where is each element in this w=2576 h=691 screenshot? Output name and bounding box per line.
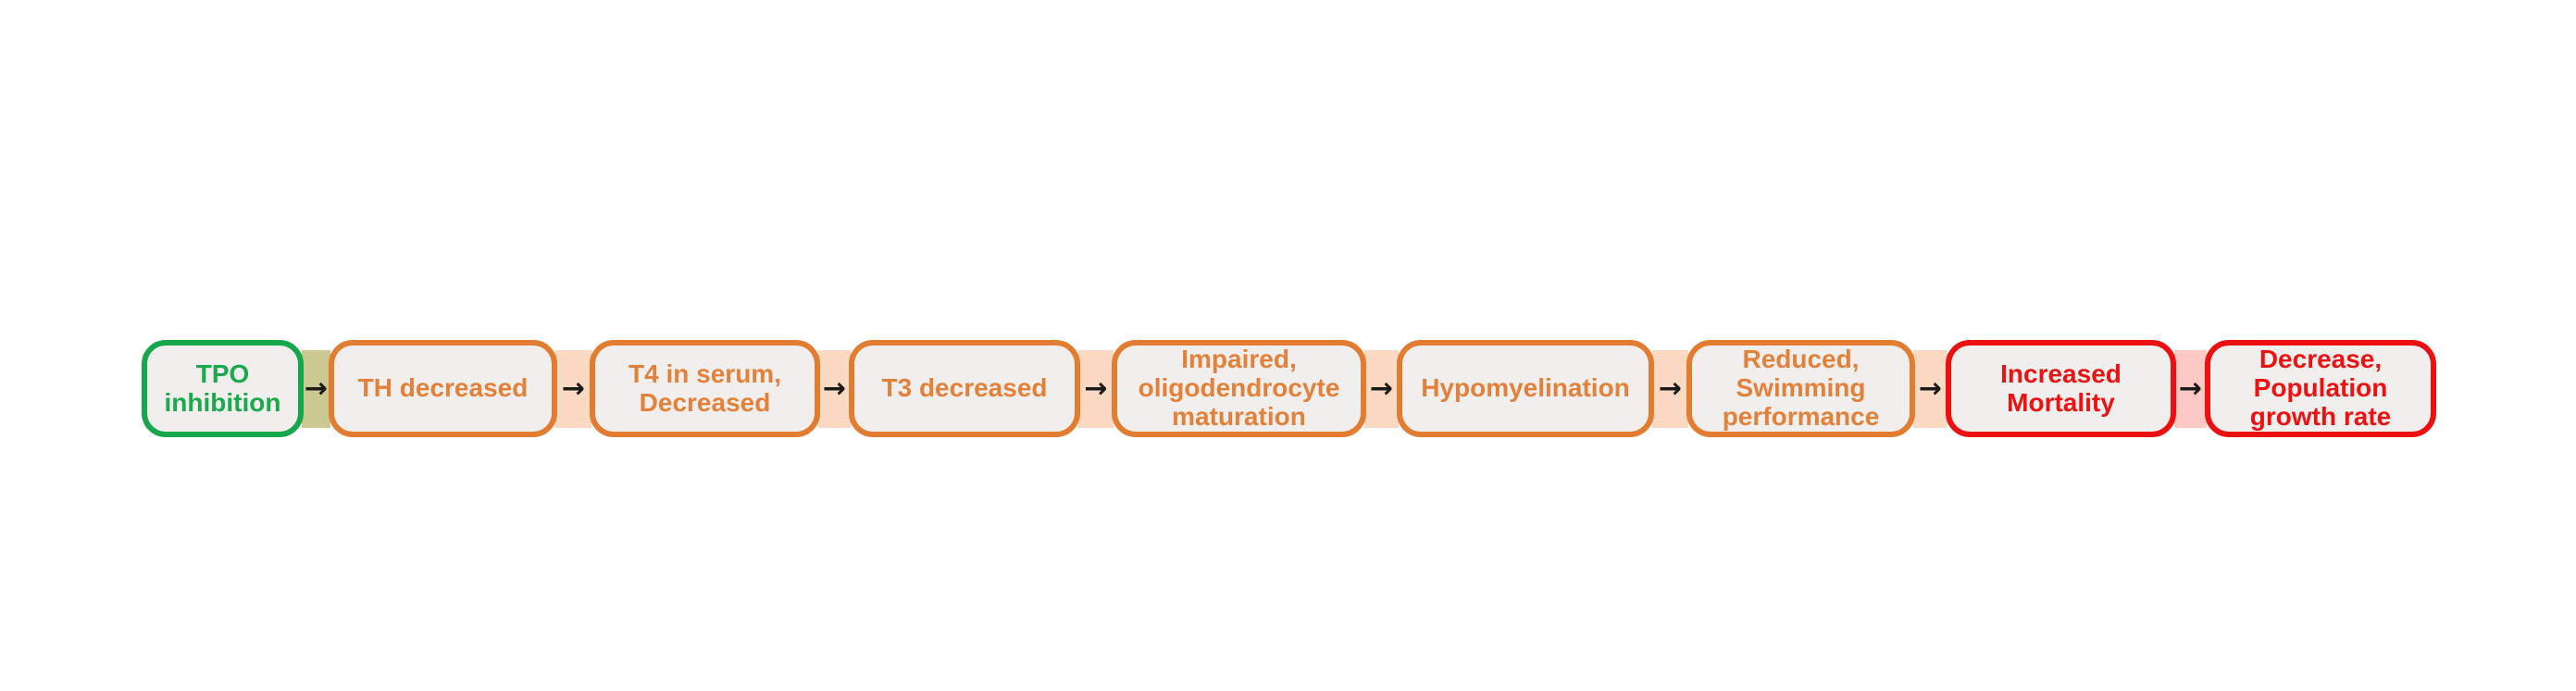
node-t3-decreased: T3 decreased (849, 340, 1080, 437)
node-tpo-inhibition: TPO inhibition (142, 340, 304, 437)
connector-7: → (1913, 349, 1948, 428)
connector-5: → (1364, 349, 1399, 428)
node-label: TPO inhibition (164, 358, 281, 417)
connector-8: → (2174, 349, 2207, 428)
arrow-right-icon: → (2178, 371, 2203, 405)
node-label: Hypomyelination (1421, 373, 1630, 403)
connector-3: → (818, 349, 851, 428)
node-label: T4 in serum, Decreased (628, 358, 781, 417)
node-label: Decrease, Population growth rate (2249, 345, 2392, 431)
arrow-right-icon: → (1658, 371, 1683, 405)
arrow-right-icon: → (1369, 371, 1394, 405)
arrow-right-icon: → (561, 371, 586, 405)
arrow-right-icon: → (304, 371, 329, 405)
connector-2: → (555, 349, 591, 428)
arrow-right-icon: → (1918, 371, 1943, 405)
connector-6: → (1652, 349, 1688, 428)
node-hypomyelination: Hypomyelination (1397, 340, 1654, 437)
aop-flow: TPO inhibition → TH decreased → T4 in se… (142, 340, 2436, 437)
connector-1: → (302, 349, 330, 428)
node-reduced-swimming-performance: Reduced, Swimming performance (1686, 340, 1915, 437)
node-label: Impaired, oligodendrocyte maturation (1138, 345, 1340, 431)
arrow-right-icon: → (822, 371, 847, 405)
arrow-right-icon: → (1084, 371, 1108, 405)
node-decrease-population-growth-rate: Decrease, Population growth rate (2205, 340, 2436, 437)
node-label: TH decreased (357, 373, 529, 403)
node-impaired-oligodendrocyte-maturation: Impaired, oligodendrocyte maturation (1112, 340, 1366, 437)
node-t4-in-serum-decreased: T4 in serum, Decreased (590, 340, 820, 437)
node-label: Increased Mortality (2000, 358, 2122, 417)
node-th-decreased: TH decreased (329, 340, 557, 437)
connector-4: → (1078, 349, 1114, 428)
node-increased-mortality: Increased Mortality (1946, 340, 2176, 437)
node-label: T3 decreased (881, 373, 1048, 403)
node-label: Reduced, Swimming performance (1722, 345, 1880, 431)
